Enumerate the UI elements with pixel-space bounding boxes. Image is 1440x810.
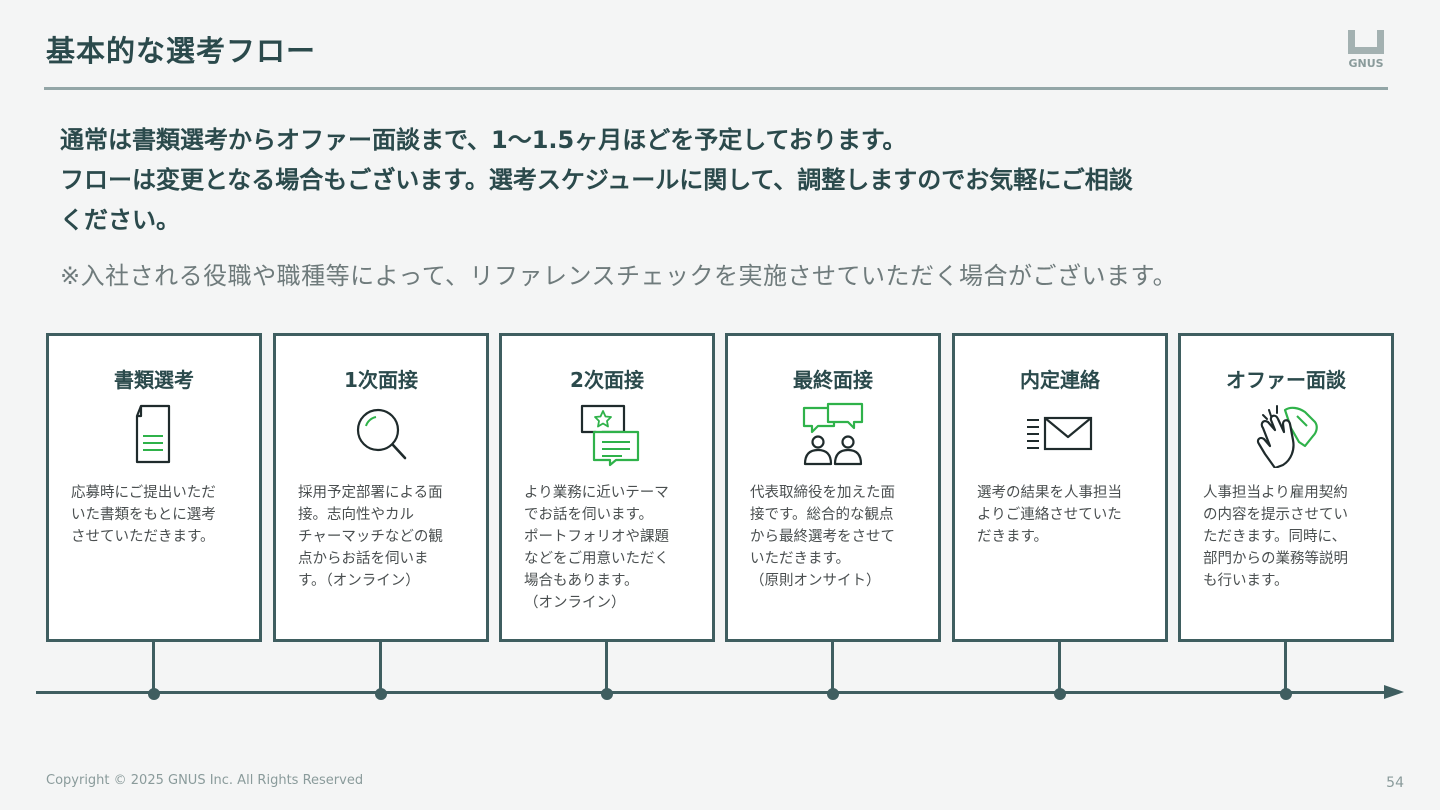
desc-line: （オンライン）: [524, 595, 626, 611]
timeline-connector: [379, 639, 382, 692]
step-description: 応募時にご提出いただ いた書類をもとに選考 させていただきます。: [71, 482, 241, 548]
desc-line: いただきます。: [750, 551, 851, 567]
desc-line: 接。志向性やカル: [298, 507, 414, 523]
step-description: 採用予定部署による面 接。志向性やカル チャーマッチなどの観 点からお話を伺いま…: [298, 482, 468, 592]
logo-text: GNUS: [1348, 57, 1384, 70]
step-title: オファー面談: [1226, 368, 1346, 392]
desc-line: 点からお話を伺いま: [298, 551, 429, 567]
step-card-offer-notice: 内定連絡 選考の結果を人事担当 よりご連絡させていた だきます。: [952, 333, 1168, 642]
step-description: 選考の結果を人事担当 よりご連絡させていた だきます。: [977, 482, 1147, 548]
desc-line: より業務に近いテーマ: [524, 485, 669, 501]
timeline-dot: [601, 688, 613, 700]
desc-line: 部門からの業務等説明: [1203, 551, 1348, 567]
desc-line: 接です。総合的な観点: [750, 507, 894, 523]
timeline-arrow-icon: [1384, 685, 1404, 699]
desc-line: ただきます。同時に、: [1203, 529, 1347, 545]
step-description: 代表取締役を加えた面 接です。総合的な観点 から最終選考をさせて いただきます。…: [750, 482, 920, 592]
chat-bubbles-icon: [580, 404, 640, 467]
timeline-dot: [1280, 688, 1292, 700]
timeline-connector: [1058, 639, 1061, 692]
step-card-document-screening: 書類選考 応募時にご提出いただ いた書類をもとに選考 させていただきます。: [46, 333, 262, 642]
page-title: 基本的な選考フロー: [46, 34, 317, 68]
desc-line: チャーマッチなどの観: [298, 529, 443, 545]
timeline-connector: [831, 639, 834, 692]
step-card-offer-meeting: オファー面談 人事担当より雇用契約 の内容を提示させてい ただきます。同時に、 …: [1178, 333, 1394, 642]
step-title: 1次面接: [344, 368, 418, 392]
desc-line: 採用予定部署による面: [298, 485, 443, 501]
desc-line: 応募時にご提出いただ: [71, 485, 216, 501]
step-title: 内定連絡: [1020, 368, 1100, 392]
step-title: 2次面接: [570, 368, 644, 392]
step-card-final-interview: 最終面接 代表取締役を加えた面 接です。総合的な観点 から最終選考をさせて いた…: [725, 333, 941, 642]
desc-line: だきます。: [977, 529, 1049, 545]
envelope-icon: [1027, 416, 1093, 451]
step-card-second-interview: 2次面接 より業務に近いテーマ でお話を伺います。 ポートフォリオや課題 などを…: [499, 333, 715, 642]
step-card-first-interview: 1次面接 採用予定部署による面 接。志向性やカル チャーマッチなどの観 点からお…: [273, 333, 489, 642]
title-divider: [44, 87, 1388, 90]
desc-line: させていただきます。: [71, 529, 215, 545]
step-title: 書類選考: [114, 368, 194, 392]
desc-line: よりご連絡させていた: [977, 507, 1122, 523]
lead-line-2: フローは変更となる場合もございます。選考スケジュールに関して、調整しますのでお気…: [60, 166, 1133, 194]
desc-line: いた書類をもとに選考: [71, 507, 216, 523]
desc-line: から最終選考をさせて: [750, 529, 895, 545]
desc-line: でお話を伺います。: [524, 507, 654, 523]
desc-line: ポートフォリオや課題: [524, 529, 669, 545]
page-number: 54: [1386, 775, 1404, 791]
desc-line: などをご用意いただく: [524, 551, 669, 567]
gnus-logo: [1348, 30, 1384, 54]
step-description: 人事担当より雇用契約 の内容を提示させてい ただきます。同時に、 部門からの業務…: [1203, 482, 1373, 592]
handshake-icon: [1256, 405, 1318, 468]
lead-text: 通常は書類選考からオファー面談まで、1〜1.5ヶ月ほどを予定しております。 フロ…: [60, 120, 1340, 240]
desc-line: も行います。: [1203, 573, 1289, 589]
desc-line: す。（オンライン）: [298, 573, 420, 589]
timeline-dot: [148, 688, 160, 700]
people-talking-icon: [802, 402, 864, 466]
timeline-dot: [1054, 688, 1066, 700]
timeline-axis: [36, 691, 1386, 694]
desc-line: （原則オンサイト）: [750, 573, 881, 589]
step-title: 最終面接: [793, 368, 873, 392]
timeline-dot: [375, 688, 387, 700]
desc-line: 代表取締役を加えた面: [750, 485, 895, 501]
reference-check-note: ※入社される役職や職種等によって、リファレンスチェックを実施させていただく場合が…: [60, 262, 1178, 290]
timeline-connector: [605, 639, 608, 692]
desc-line: の内容を提示させてい: [1203, 507, 1348, 523]
timeline-connector: [152, 639, 155, 692]
timeline-connector: [1284, 639, 1287, 692]
lead-line-1: 通常は書類選考からオファー面談まで、1〜1.5ヶ月ほどを予定しております。: [60, 126, 907, 154]
desc-line: 人事担当より雇用契約: [1203, 485, 1348, 501]
desc-line: 選考の結果を人事担当: [977, 485, 1122, 501]
timeline-dot: [827, 688, 839, 700]
copyright: Copyright © 2025 GNUS Inc. All Rights Re…: [46, 773, 364, 788]
lead-line-3: ください。: [60, 206, 180, 234]
magnifier-icon: [356, 408, 407, 460]
step-description: より業務に近いテーマ でお話を伺います。 ポートフォリオや課題 などをご用意いた…: [524, 482, 694, 614]
desc-line: 場合もあります。: [524, 573, 639, 589]
document-icon: [135, 404, 171, 464]
